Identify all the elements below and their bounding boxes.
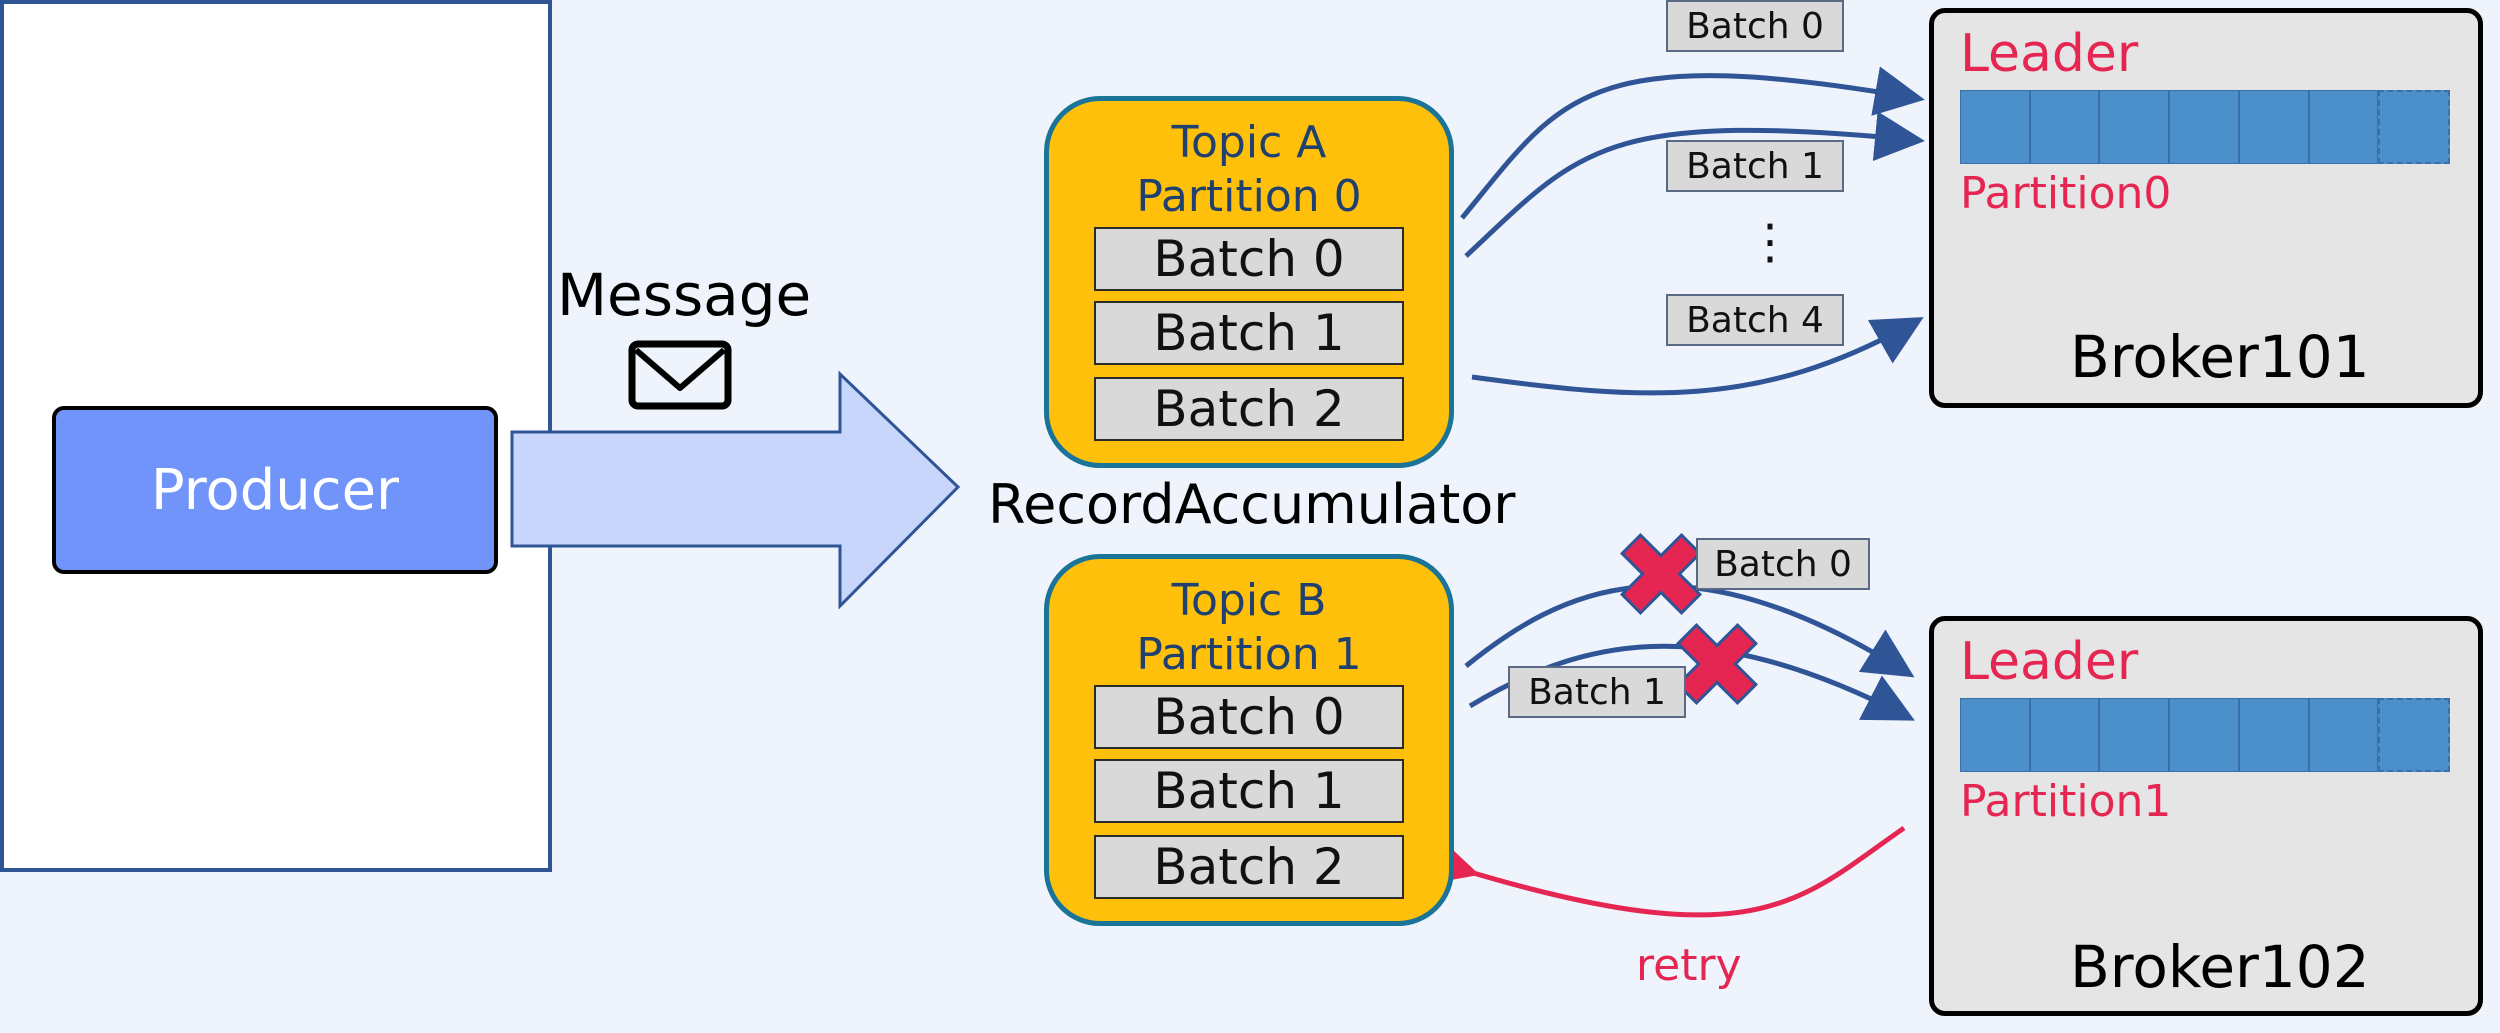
topic-partition-title: Partition 1 <box>1136 629 1362 680</box>
partition-label: Partition1 <box>1960 776 2172 827</box>
partition-label: Partition0 <box>1960 168 2172 219</box>
inflight-batch-tag: Batch 0 <box>1696 538 1870 590</box>
batch-cell: Batch 0 <box>1094 685 1404 749</box>
send-line-a0 <box>1460 66 1925 220</box>
log-segment <box>2238 90 2309 164</box>
record-accumulator-label: RecordAccumulator <box>988 473 1516 536</box>
batch-cell: Batch 1 <box>1094 301 1404 365</box>
log-segment <box>2169 698 2239 772</box>
log-segment <box>2169 90 2239 164</box>
broker-102 <box>1929 616 2483 1016</box>
send-line-a1 <box>1464 111 1925 258</box>
envelope-icon <box>628 340 732 410</box>
log-segment <box>1960 90 2030 164</box>
log-segment <box>2238 698 2309 772</box>
producer-label: Producer <box>150 457 400 523</box>
leader-label: Leader <box>1960 24 2139 84</box>
batch-cell: Batch 0 <box>1094 227 1404 291</box>
batch-cell: Batch 1 <box>1094 759 1404 823</box>
log-segment <box>1960 698 2030 772</box>
x-mark-icon <box>1619 532 1703 616</box>
log-segment <box>2029 90 2100 164</box>
log-segment <box>2308 90 2379 164</box>
inflight-batch-tag: Batch 4 <box>1666 294 1844 346</box>
leader-label: Leader <box>1960 632 2139 692</box>
batch-cell: Batch 2 <box>1094 377 1404 441</box>
broker-name: Broker102 <box>2070 933 2370 1001</box>
log-segment <box>2099 90 2170 164</box>
inflight-batch-tag: Batch 1 <box>1508 666 1686 718</box>
retry-label: retry <box>1636 940 1742 991</box>
inflight-batch-tag: Batch 1 <box>1666 140 1844 192</box>
x-mark-icon <box>1675 622 1759 706</box>
log-segment-open <box>2378 698 2451 772</box>
broker-name: Broker101 <box>2070 323 2370 391</box>
producer-box: Producer <box>52 406 498 574</box>
producer-to-accumulator-arrow <box>510 370 961 610</box>
inflight-batch-tag: Batch 0 <box>1666 0 1844 52</box>
log-segment <box>2099 698 2170 772</box>
log-segment <box>2029 698 2100 772</box>
broker-101 <box>1929 8 2483 408</box>
send-line-a4 <box>1471 317 1924 396</box>
topic-title: Topic A <box>1171 117 1327 168</box>
ellipsis-label: ⋮ <box>1746 214 1794 270</box>
batch-cell: Batch 2 <box>1094 835 1404 899</box>
partition-1-log <box>1960 698 2451 772</box>
partition-0-log <box>1960 90 2451 164</box>
topic-partition-title: Partition 0 <box>1136 171 1362 222</box>
message-label: Message <box>557 261 812 329</box>
topic-title: Topic B <box>1171 575 1327 626</box>
log-segment-open <box>2378 90 2451 164</box>
log-segment <box>2308 698 2379 772</box>
retry-line <box>1424 825 1906 918</box>
